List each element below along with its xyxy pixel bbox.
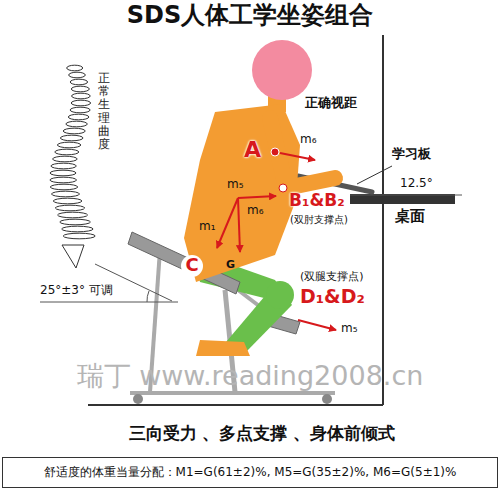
point-note: (双肘支撑点): [290, 214, 348, 226]
vertebra: [58, 212, 88, 218]
slogan: 三向受力 、多点支撑 、身体前倾式: [129, 424, 396, 444]
mass-label: m₅: [341, 322, 358, 336]
knee: [266, 281, 294, 309]
formula-text: 舒适度的体重当量分配：M1=G(61±2)%, M5=G(35±2)%, M6=…: [44, 464, 457, 481]
part-name: 学习板: [392, 147, 431, 162]
vertebra: [60, 135, 83, 141]
reference-line: [350, 195, 462, 196]
vertebra: [62, 226, 93, 232]
force-arrow: [238, 196, 276, 198]
angle-label: 12.5°: [400, 177, 433, 191]
point-dot: [271, 148, 279, 156]
vertebra: [50, 170, 76, 176]
force-arrow: [298, 320, 336, 330]
vertebra: [66, 121, 87, 127]
watermark: 瑞丁 www.reading2008.cn: [77, 360, 424, 391]
callout-letter: D₁&D₂: [300, 286, 365, 308]
point-dot: [279, 184, 287, 192]
vertebra: [69, 72, 86, 78]
callout-letter: C: [185, 255, 198, 276]
vertebra: [51, 163, 76, 169]
spine: [50, 65, 95, 268]
wall-line: [382, 35, 384, 405]
vertebra: [53, 198, 82, 204]
foot: [196, 340, 250, 356]
head: [252, 40, 312, 100]
spine-caption: 正常生理曲度: [98, 72, 110, 151]
vertebra: [50, 177, 77, 183]
leader-line: [357, 166, 392, 184]
gravity-label: G: [226, 259, 235, 272]
force-arrow: [217, 198, 238, 248]
vertebra: [70, 107, 90, 113]
part-name: 桌面: [395, 208, 425, 225]
vertebra: [57, 142, 80, 148]
mass-label: m₅: [227, 178, 244, 192]
vertebra: [71, 100, 90, 106]
vertebra: [55, 205, 84, 211]
vertebra: [70, 79, 87, 85]
vertebra: [50, 184, 77, 190]
vertebra: [63, 128, 85, 134]
arm: [270, 118, 335, 188]
mass-label: m₁: [199, 220, 216, 234]
title: SDS人体工学坐姿组合: [127, 2, 374, 30]
vertebra: [53, 156, 78, 162]
callout-letter: B₁&B₂: [289, 191, 345, 211]
wheel: [322, 394, 332, 404]
vertebra: [71, 86, 89, 92]
point-note: (双腿支撑点): [300, 271, 364, 284]
vertebra: [68, 114, 89, 120]
wheel: [133, 394, 143, 404]
angle-label: 25°±3° 可调: [40, 284, 113, 298]
vertebra: [52, 191, 80, 197]
floor-line: [88, 404, 383, 406]
point-circle: [181, 255, 203, 277]
vertebra: [60, 219, 91, 225]
force-arrow: [280, 153, 315, 160]
vertebra: [63, 233, 95, 239]
angle-line: [40, 302, 178, 303]
vertebra: [72, 93, 91, 99]
sacrum: [62, 245, 84, 268]
formula-box: 舒适度的体重当量分配：M1=G(61±2)%, M5=G(35±2)%, M6=…: [2, 457, 498, 488]
callout-letter: A: [244, 137, 261, 162]
angle-arc: [147, 291, 149, 302]
chair-base: [130, 391, 335, 395]
force-arrow: [238, 198, 240, 252]
view-note: 正确视距: [305, 96, 357, 111]
vertebra: [67, 65, 83, 71]
mass-label: m₆: [300, 133, 317, 147]
vertebra: [55, 149, 79, 155]
mass-label: m₆: [247, 204, 264, 218]
